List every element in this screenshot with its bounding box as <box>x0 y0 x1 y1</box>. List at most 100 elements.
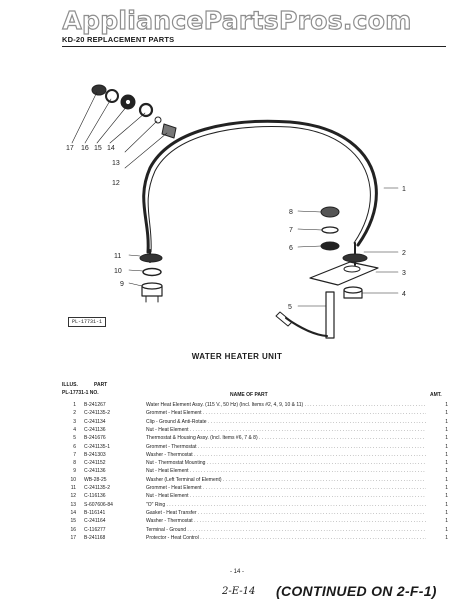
part-number-cell: 15 <box>70 518 76 525</box>
o-ring-part <box>154 116 162 124</box>
part-code-cell: B-241267 <box>84 402 106 408</box>
callout-15: 15 <box>94 145 102 152</box>
part-name-cell: Nut - Heat Element <box>146 493 426 499</box>
table-row: 8 C-241152 Nut - Thermostat Mounting 1 <box>62 460 448 468</box>
part-code-cell: C-116277 <box>84 526 106 533</box>
part-number-cell: 16 <box>70 526 76 533</box>
callout-7: 7 <box>289 227 293 234</box>
callout-8: 8 <box>289 209 293 216</box>
callout-10: 10 <box>114 268 122 275</box>
part-name-cell: Nut - Heat Element <box>146 427 426 433</box>
part-amount-cell: 1 <box>445 526 448 533</box>
part-number-cell: 12 <box>70 493 76 500</box>
part-code-cell: C-241135-2 <box>84 485 111 491</box>
callout-1: 1 <box>402 186 406 193</box>
table-row: 13S-607606-84"O" Ring1 <box>62 502 448 510</box>
exploded-parts-diagram: 1 2 3 4 5 6 7 8 9 10 11 12 13 14 15 16 1… <box>66 84 406 339</box>
part-code-cell: C-241152 <box>84 460 106 467</box>
column-header-amt: AMT. <box>430 392 442 398</box>
part-name-cell: Nut - Heat Element <box>146 468 426 474</box>
part-name-cell: Washer (Left Terminal of Element) <box>146 477 426 483</box>
part-amount-cell: 1 <box>445 485 448 491</box>
part-code-cell: C-241164 <box>84 518 106 525</box>
thermostat-housing <box>325 291 335 339</box>
part-code-cell: C-241135-2 <box>84 410 111 417</box>
part-code-cell: C-241136 <box>84 468 106 475</box>
thermostat-washer <box>321 226 339 234</box>
part-code-cell: C-241135-1 <box>84 443 111 450</box>
part-number-cell: 1 <box>73 402 76 408</box>
part-name-cell: Thermostat & Housing Assy. (Incl. Items … <box>146 435 426 441</box>
ground-clip <box>309 261 379 286</box>
part-number-cell: 10 <box>70 476 76 483</box>
part-amount-cell: 1 <box>445 443 448 450</box>
page-number: - 14 - <box>229 569 244 575</box>
thermostat-grommet <box>320 241 340 251</box>
part-name-cell: Grommet - Heat Element <box>146 485 426 491</box>
table-row: 4 C-241136 Nut - Heat Element 1 <box>62 427 448 435</box>
part-amount-cell: 1 <box>445 509 448 516</box>
part-amount-cell: 1 <box>445 410 448 417</box>
part-name-cell: Terminal - Ground <box>146 527 426 533</box>
part-code-cell: S-607606-84 <box>84 501 113 508</box>
part-amount-cell: 1 <box>445 534 448 541</box>
part-code-cell: C-116136 <box>84 493 106 500</box>
right-grommet <box>342 253 368 263</box>
element-nut-part <box>161 123 177 139</box>
callout-9: 9 <box>120 281 124 288</box>
part-number-cell: 6 <box>73 443 76 450</box>
part-amount-cell: 1 <box>445 476 448 483</box>
part-name-cell: Gasket - Heat Transfer <box>146 510 426 516</box>
left-grommet <box>139 253 163 263</box>
table-row: 9 C-241136 Nut - Heat Element 1 <box>62 468 448 476</box>
part-name-cell: Nut - Thermostat Mounting <box>146 460 426 466</box>
protector-part <box>91 84 107 96</box>
table-row: 5 B-241676 Thermostat & Housing Assy. (Inc… <box>62 435 448 443</box>
callout-2: 2 <box>402 250 406 257</box>
part-name-cell: Protector - Heat Control <box>146 535 426 541</box>
watermark-text: AppliancePartsPros.com <box>62 5 412 35</box>
part-code-cell: WB-28-25 <box>84 476 107 483</box>
part-number-cell: 4 <box>73 426 76 433</box>
thermostat-lead <box>285 317 328 337</box>
handwritten-code: 2-E-14 <box>222 586 256 597</box>
callout-4: 4 <box>402 291 406 298</box>
thermostat-nut <box>320 206 340 218</box>
part-amount-cell: 1 <box>445 468 448 475</box>
part-number-cell: 5 <box>73 435 76 442</box>
column-header-illus: ILLUS. <box>62 382 78 388</box>
part-amount-cell: 1 <box>445 460 448 467</box>
table-row: 10 WB-28-25 Washer (Left Terminal of Eleme… <box>62 477 448 485</box>
part-amount-cell: 1 <box>445 435 448 442</box>
callout-12: 12 <box>112 180 120 187</box>
column-header-name: NAME OF PART <box>230 392 268 398</box>
part-code-cell: B-241676 <box>84 435 106 442</box>
column-header-part: PART <box>94 382 108 388</box>
part-name-cell: Water Heat Element Assy. (115 V., 50 Hz)… <box>146 402 426 408</box>
part-number-cell: 8 <box>73 460 76 467</box>
callout-17: 17 <box>66 145 74 152</box>
part-number-cell: 9 <box>73 468 76 475</box>
part-code-cell: C-241136 <box>84 426 106 433</box>
part-name-cell: Grommet - Thermostat <box>146 444 426 450</box>
part-amount-cell: 1 <box>445 402 448 408</box>
callout-6: 6 <box>289 245 293 252</box>
part-name-cell: Washer - Thermostat <box>146 452 426 458</box>
part-name-cell: "O" Ring <box>146 502 426 508</box>
table-row: 6 C-241135-1 Grommet - Thermostat 1 <box>62 444 448 452</box>
part-code-cell: B-241168 <box>84 534 106 541</box>
section-title: WATER HEATER UNIT <box>191 352 283 361</box>
table-row: 11 C-241135-2 Grommet - Heat Element 1 <box>62 485 448 493</box>
table-row: 1 B-241267 Water Heat Element Assy. (115 V… <box>62 402 448 410</box>
callout-16: 16 <box>81 145 89 152</box>
part-amount-cell: 1 <box>445 426 448 433</box>
gasket-part <box>138 102 154 118</box>
part-number-cell: 2 <box>73 410 76 417</box>
part-number-cell: 11 <box>70 485 76 491</box>
